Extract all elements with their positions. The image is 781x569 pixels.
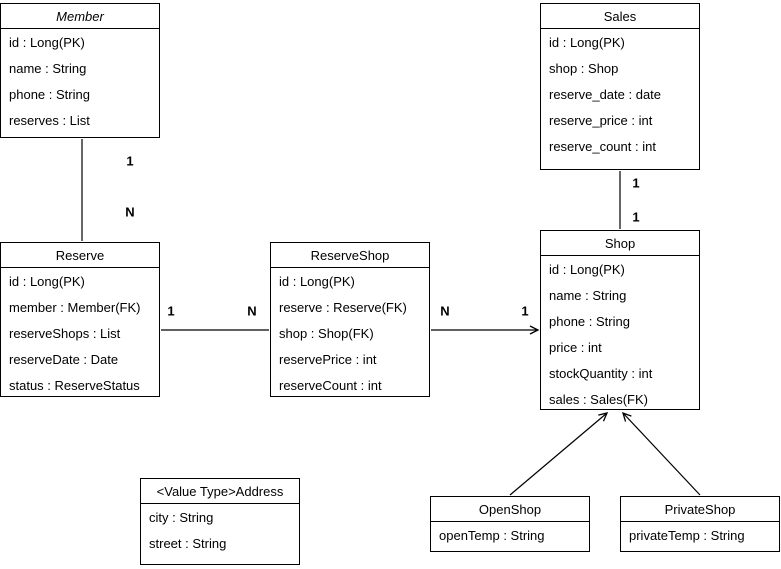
entity-attribute: shop : Shop(FK) bbox=[279, 325, 374, 341]
entity-attribute: reserveCount : int bbox=[279, 377, 382, 393]
entity-openshop-title: OpenShop bbox=[431, 497, 589, 522]
entity-attribute: id : Long(PK) bbox=[549, 261, 625, 277]
entity-attribute: stockQuantity : int bbox=[549, 365, 653, 381]
multiplicity-label: N bbox=[247, 303, 257, 319]
multiplicity-label: 1 bbox=[632, 209, 640, 225]
entity-attribute: price : int bbox=[549, 339, 602, 355]
entity-reserve-title: Reserve bbox=[1, 243, 159, 268]
entity-attribute: name : String bbox=[9, 60, 87, 76]
entity-privateshop-title: PrivateShop bbox=[621, 497, 779, 522]
entity-attribute: status : ReserveStatus bbox=[9, 377, 140, 393]
entity-address-title: <Value Type>Address bbox=[141, 479, 299, 504]
entity-sales-title: Sales bbox=[541, 4, 699, 29]
entity-shop[interactable]: Shop id : Long(PK) name : String phone :… bbox=[540, 230, 700, 410]
entity-attribute: reservePrice : int bbox=[279, 351, 377, 367]
multiplicity-label: N bbox=[125, 204, 135, 220]
entity-member-title: Member bbox=[1, 4, 159, 29]
entity-attribute: city : String bbox=[149, 509, 214, 525]
entity-attribute: reserveShops : List bbox=[9, 325, 121, 341]
entity-reserve[interactable]: Reserve id : Long(PK) member : Member(FK… bbox=[0, 242, 160, 397]
entity-attribute: reserves : List bbox=[9, 112, 90, 128]
entity-sales[interactable]: Sales id : Long(PK) shop : Shop reserve_… bbox=[540, 3, 700, 170]
entity-attribute: reserve : Reserve(FK) bbox=[279, 299, 407, 315]
entity-openshop[interactable]: OpenShop openTemp : String bbox=[430, 496, 590, 552]
entity-attribute: reserveDate : Date bbox=[9, 351, 119, 367]
entity-attribute: id : Long(PK) bbox=[279, 273, 355, 289]
entity-shop-title: Shop bbox=[541, 231, 699, 256]
multiplicity-label: 1 bbox=[521, 303, 529, 319]
entity-privateshop[interactable]: PrivateShop privateTemp : String bbox=[620, 496, 780, 552]
entity-attribute: street : String bbox=[149, 535, 227, 551]
entity-attribute: name : String bbox=[549, 287, 627, 303]
entity-attribute: phone : String bbox=[549, 313, 630, 329]
entity-attribute: privateTemp : String bbox=[629, 527, 745, 543]
entity-reserveshop-title: ReserveShop bbox=[271, 243, 429, 268]
entity-reserveshop[interactable]: ReserveShop id : Long(PK) reserve : Rese… bbox=[270, 242, 430, 397]
edge-openshop-shop-arrow[interactable] bbox=[509, 412, 609, 496]
entity-attribute: phone : String bbox=[9, 86, 90, 102]
entity-address[interactable]: <Value Type>Address city : String street… bbox=[140, 478, 300, 565]
entity-attribute: reserve_count : int bbox=[549, 138, 656, 154]
entity-attribute: id : Long(PK) bbox=[549, 34, 625, 50]
entity-attribute: reserve_price : int bbox=[549, 112, 653, 128]
entity-attribute: id : Long(PK) bbox=[9, 273, 85, 289]
entity-attribute: id : Long(PK) bbox=[9, 34, 85, 50]
entity-member[interactable]: Member id : Long(PK) name : String phone… bbox=[0, 3, 160, 138]
edge-privateshop-shop-arrow[interactable] bbox=[622, 411, 701, 496]
entity-attribute: shop : Shop bbox=[549, 60, 619, 76]
entity-attribute: member : Member(FK) bbox=[9, 299, 141, 315]
multiplicity-label: 1 bbox=[167, 303, 175, 319]
multiplicity-label: 1 bbox=[126, 153, 134, 169]
multiplicity-label: 1 bbox=[632, 175, 640, 191]
entity-attribute: sales : Sales(FK) bbox=[549, 391, 648, 407]
multiplicity-label: N bbox=[440, 303, 450, 319]
entity-attribute: reserve_date : date bbox=[549, 86, 662, 102]
entity-attribute: openTemp : String bbox=[439, 527, 545, 543]
